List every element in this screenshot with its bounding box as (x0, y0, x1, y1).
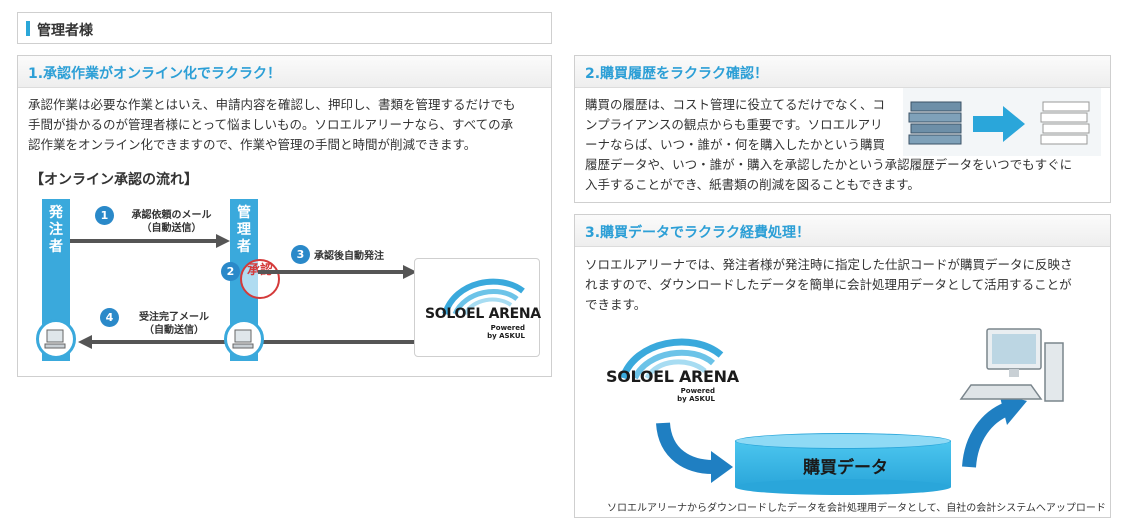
arrow-left-icon (78, 335, 92, 349)
body-line: 履歴データや、いつ・誰が・購入を承認したかという承認履歴データをいつでもすぐに (585, 157, 1073, 172)
step-4-badge: 4 (100, 308, 119, 327)
body-line: ンプライアンスの観点からも重要です。ソロエルアリ (585, 117, 883, 132)
step-3-badge: 3 (291, 245, 310, 264)
arrow-right-icon (216, 234, 230, 248)
body-line: 購買の履歴は、コスト管理に役立てるだけでなく、コ (585, 97, 886, 112)
papers-icon (1040, 101, 1090, 145)
arrow-down-right-icon (656, 422, 733, 483)
step-2-badge: 2 (221, 262, 240, 281)
orderer-computer-icon (36, 319, 76, 359)
page-title: 管理者様 (37, 23, 93, 39)
paper-to-data-illustration (903, 88, 1101, 156)
step-1-arrow (70, 239, 218, 243)
binders-icon (908, 101, 962, 145)
section-purchase-history: 2.購買履歴をラクラク確認！ 購買の履歴は、コスト管理に役立てるだけでなく、コ … (574, 55, 1111, 203)
step-4-label: 受注完了メール （自動送信） (139, 312, 209, 336)
body-line: できます。 (585, 297, 647, 312)
body-line: れますので、ダウンロードしたデータを簡単に会計処理用データとして活用することが (585, 277, 1072, 292)
diagram-caption: ソロエルアリーナからダウンロードしたデータを会計処理用データとして、自社の会計シ… (607, 503, 1106, 514)
page-header: 管理者様 (17, 12, 552, 44)
body-line: 手間が掛かるのが管理者様にとって悩ましいもの。ソロエルアリーナなら、すべての承 (28, 117, 514, 132)
body-line: ソロエルアリーナでは、発注者様が発注時に指定した仕訳コードが購買データに反映さ (585, 257, 1073, 272)
body-line: 認作業をオンライン化できますので、作業や管理の手間と時間が削減できます。 (28, 137, 477, 152)
step-4-arrow (90, 340, 230, 344)
arena-swoosh-icon (619, 338, 724, 380)
section-body: ソロエルアリーナでは、発注者様が発注時に指定した仕訳コードが購買データに反映さ … (585, 255, 1105, 315)
header-accent-bar (26, 21, 30, 36)
body-line: 入手することができ、紙書類の削減を図ることもできます。 (585, 177, 920, 192)
soloel-arena-logo: SOLOEL ARENA (606, 367, 739, 386)
step-1-badge: 1 (95, 206, 114, 225)
orderer-label: 発注者 (49, 205, 63, 255)
arena-swoosh-icon (442, 278, 525, 316)
manager-label: 管理者 (237, 205, 251, 255)
step-4-arrow-tail (258, 340, 414, 344)
section-title: 3.購買データでラクラク経費処理！ (575, 215, 1110, 247)
step-1-label: 承認依頼のメール （自動送信） (131, 210, 212, 234)
arrow-right-icon (973, 106, 1025, 142)
section-body: 承認作業は必要な作業とはいえ、申請内容を確認し、押印し、書類を管理するだけでも … (28, 95, 543, 155)
section-title: 1.承認作業がオンライン化でラクラク！ (18, 56, 551, 88)
section-expense-processing: 3.購買データでラクラク経費処理！ ソロエルアリーナでは、発注者様が発注時に指定… (574, 214, 1111, 518)
soloel-arena-logo: SOLOEL ARENA Powered by ASKUL (414, 258, 541, 357)
section-online-approval: 1.承認作業がオンライン化でラクラク！ 承認作業は必要な作業とはいえ、申請内容を… (17, 55, 552, 377)
flow-title: 【オンライン承認の流れ】 (30, 172, 198, 188)
database-label: 購買データ (803, 458, 888, 478)
arrow-up-right-icon (962, 393, 1027, 468)
step-3-arrow (258, 270, 405, 274)
step-3-label: 承認後自動発注 (314, 251, 384, 262)
section-title: 2.購買履歴をラクラク確認！ (575, 56, 1110, 88)
desktop-computer-icon (959, 328, 1064, 402)
body-line: 承認作業は必要な作業とはいえ、申請内容を確認し、押印し、書類を管理するだけでも (28, 97, 516, 112)
manager-computer-icon (224, 319, 264, 359)
arrow-right-icon (403, 265, 417, 279)
approval-stamp: 承認 (240, 259, 280, 299)
section-body: 購買の履歴は、コスト管理に役立てるだけでなく、コ ンプライアンスの観点からも重要… (585, 95, 1105, 195)
body-line: ーナならば、いつ・誰が・何を購入したかという購買 (585, 137, 886, 152)
